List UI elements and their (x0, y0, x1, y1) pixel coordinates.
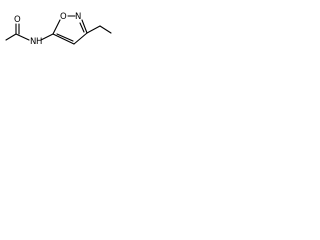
bond-methyl-carbonyl (5, 33, 17, 41)
bond-ring-c5-o1 (52, 19, 61, 35)
bond-ring-c4-c5 (52, 33, 75, 45)
bond-ring-n2-c3-inner (79, 22, 85, 33)
bond-ethyl-1 (86, 25, 101, 34)
bond-ring-c3-c4 (73, 32, 88, 45)
bond-ring-c4-c5-inner (56, 33, 74, 42)
bond-ring-n2-c3 (81, 19, 88, 34)
atom-amide-hydrogen: H (36, 37, 42, 47)
atom-ring-nitrogen: N (75, 12, 81, 22)
atom-amide-nitrogen: N (30, 37, 36, 47)
atom-carbonyl-oxygen: O (14, 15, 21, 25)
structure-canvas: O N H O N (0, 0, 117, 59)
molecule-structure: O N H O N (5, 12, 112, 47)
atom-ring-oxygen: O (60, 12, 67, 22)
bond-carbonyl-nitrogen (15, 33, 30, 41)
bond-nitrogen-ring (40, 33, 54, 41)
bond-ethyl-2 (99, 25, 112, 34)
